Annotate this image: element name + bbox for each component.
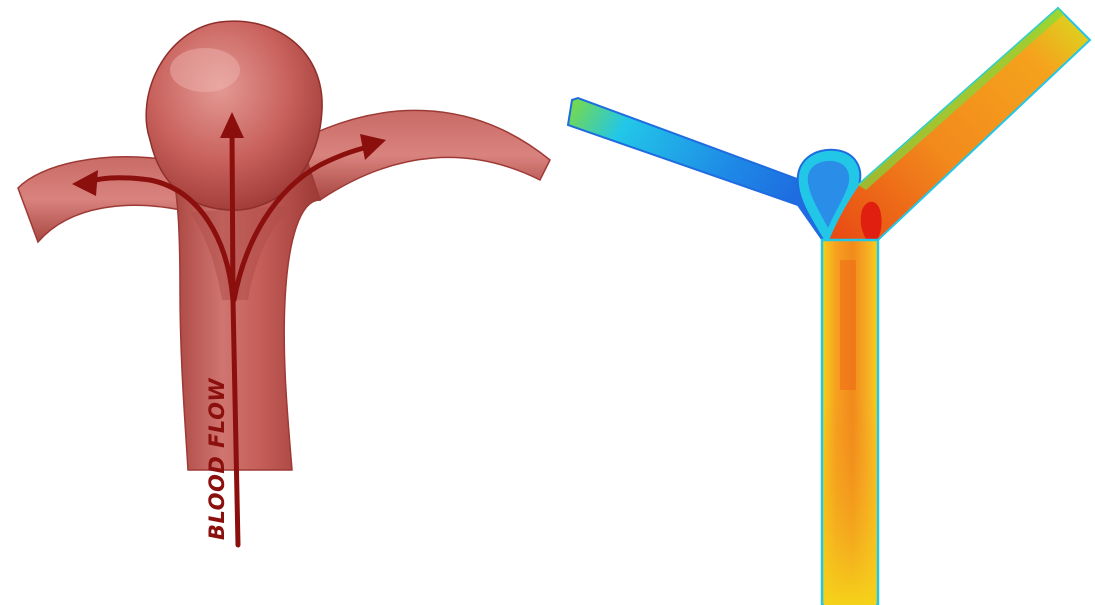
blood-flow-label: BLOOD FLOW [205, 378, 229, 540]
sim-parent-vessel-fade [824, 400, 876, 605]
aneurysm-illustration: BLOOD FLOW [18, 21, 550, 545]
sim-left-branch [568, 98, 826, 245]
sim-parent-core [840, 260, 856, 390]
aneurysm-highlight [170, 48, 240, 92]
cfd-simulation [568, 8, 1090, 605]
